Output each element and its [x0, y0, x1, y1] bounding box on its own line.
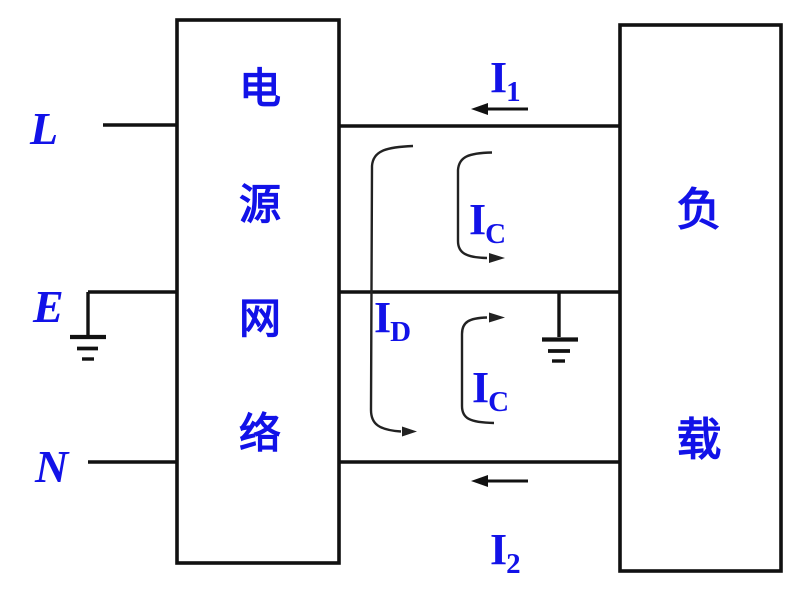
i2-direction-arrow	[471, 475, 528, 487]
current-label-ic-top: IC	[469, 195, 507, 250]
source-char-1: 电	[238, 64, 281, 113]
current-label-id: ID	[374, 293, 412, 348]
terminal-label-l: L	[30, 103, 59, 154]
load-box	[618, 23, 783, 573]
ground-icon-left	[70, 292, 106, 361]
source-char-4: 络	[238, 409, 281, 458]
load-char-1: 负	[676, 183, 722, 236]
i1-direction-arrow	[471, 103, 528, 115]
ic-top-loop-arrow	[456, 151, 505, 263]
current-label-i2: I2	[490, 525, 521, 580]
terminal-label-e: E	[33, 281, 64, 332]
source-network-box	[175, 18, 341, 565]
ground-icon-middle	[542, 293, 578, 363]
load-char-2: 载	[676, 413, 722, 466]
terminal-label-n: N	[35, 441, 69, 492]
current-label-ic-bottom: IC	[472, 363, 510, 418]
source-char-3: 网	[238, 294, 281, 343]
ic-bottom-loop-arrow	[460, 312, 505, 425]
current-label-i1: I1	[490, 53, 521, 108]
id-loop-arrow	[369, 144, 417, 437]
source-char-2: 源	[238, 180, 281, 229]
